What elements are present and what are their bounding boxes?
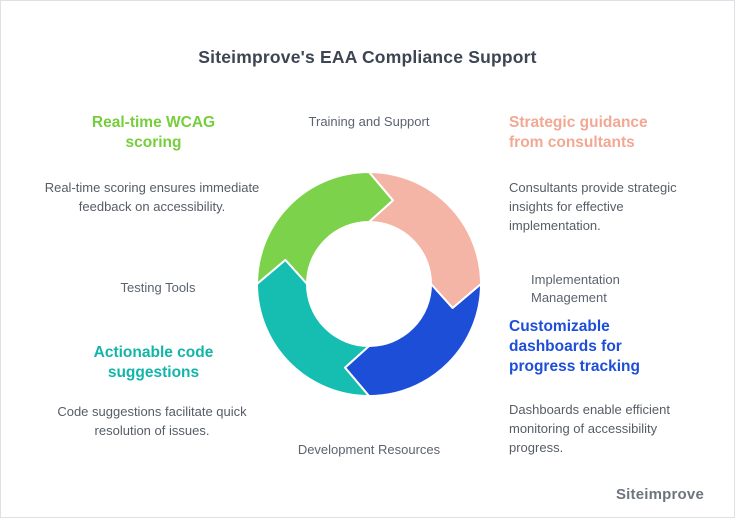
body-strategic-guidance: Consultants provide strategic insights f… — [509, 180, 677, 233]
cycle-diagram — [256, 171, 482, 397]
body-customizable-dashboards: Dashboards enable efficient monitoring o… — [509, 402, 670, 455]
cycle-label-testing-tools: Testing Tools — [120, 280, 196, 295]
cycle-segment-bottom-left — [256, 259, 370, 397]
cycle-label-development-resources: Development Resources — [297, 442, 441, 457]
cycle-label-training-support: Training and Support — [308, 114, 430, 129]
cycle-label-implementation-management: Implementation Management — [531, 272, 620, 305]
heading-customizable-dashboards: Customizable dashboards for progress tra… — [509, 318, 640, 376]
heading-realtime-wcag-scoring: Real-time WCAG scoring — [91, 114, 216, 152]
siteimprove-wordmark: Siteimprove — [615, 486, 704, 503]
heading-strategic-guidance: Strategic guidance from consultants — [509, 114, 648, 152]
page-title: Siteimprove's EAA Compliance Support — [198, 47, 537, 67]
cycle-segment-bottom-right — [344, 283, 482, 397]
body-actionable-code-suggestions: Code suggestions facilitate quick resolu… — [57, 404, 247, 438]
cycle-segment-top-right — [368, 171, 482, 309]
heading-actionable-code-suggestions: Actionable code suggestions — [93, 344, 214, 382]
body-realtime-wcag-scoring: Real-time scoring ensures immediate feed… — [44, 180, 260, 214]
